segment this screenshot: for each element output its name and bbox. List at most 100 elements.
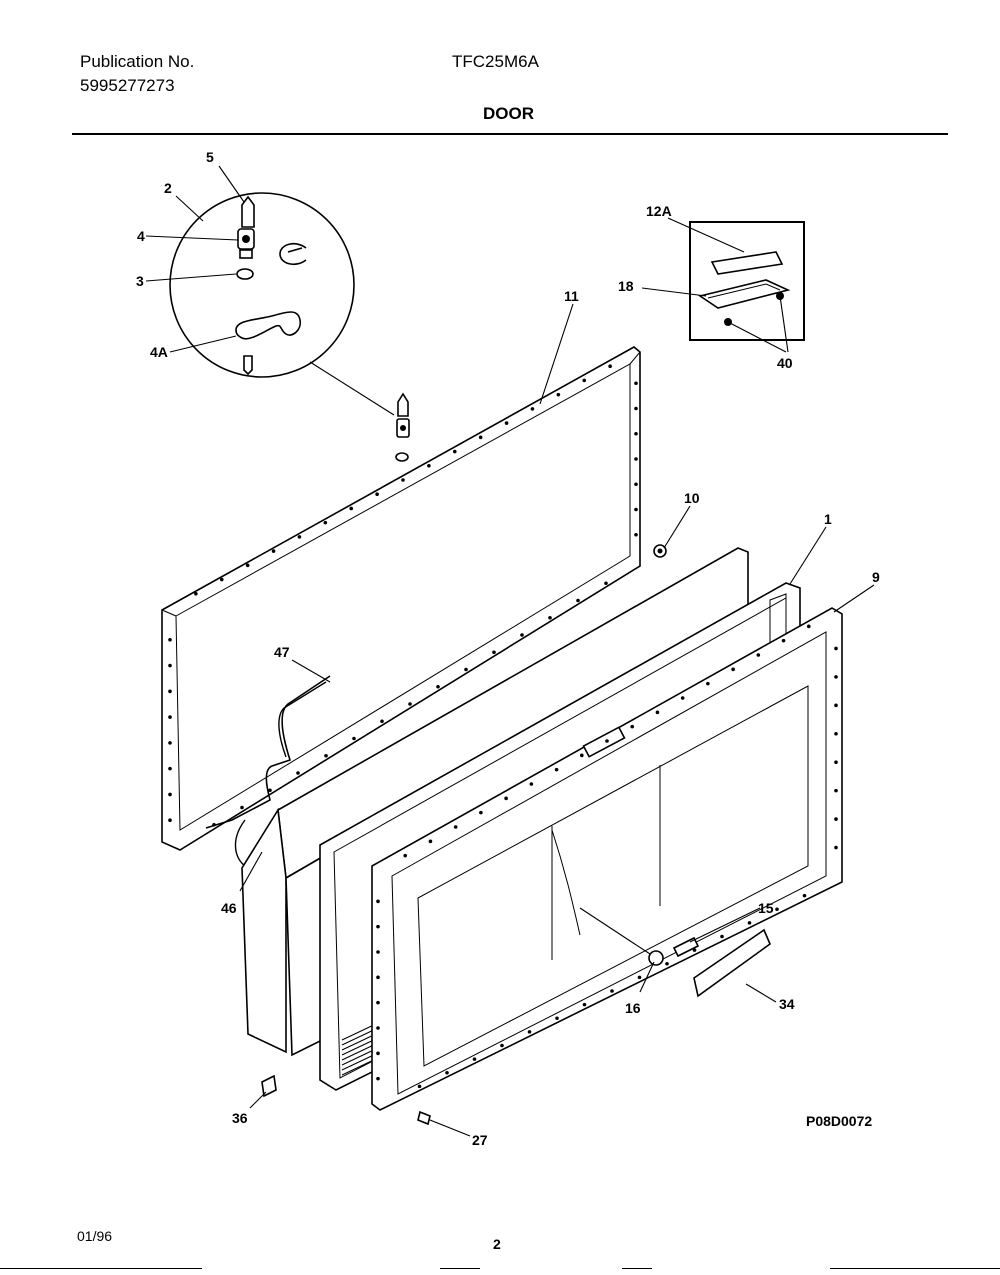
screw-hole [608,364,612,369]
callout-36: 36 [232,1110,248,1126]
screw-hole [271,549,276,553]
screw-hole [665,961,669,966]
screw-hole [554,767,559,772]
callout-10: 10 [684,490,700,506]
callout-18: 18 [618,278,634,294]
screw-hole [775,907,779,912]
callout-1: 1 [824,511,832,527]
screw-hole [576,598,580,603]
screw-hole [582,378,587,383]
screw-hole [634,457,638,461]
screw-hole [500,1043,504,1048]
leader-lines [145,165,875,1137]
screw-hole [194,591,198,596]
screw-hole [555,1016,559,1021]
screw-hole [834,731,838,736]
screw-hole [403,853,408,858]
callout-16: 16 [625,1000,641,1016]
callout-27: 27 [472,1132,488,1148]
screw-hole [168,663,172,668]
footer-rule [440,1268,480,1269]
publication-label: Publication No. [80,52,195,71]
screw-hole [168,792,172,797]
screw-hole [731,667,735,672]
screw-hole [582,1002,587,1007]
small-parts [261,544,771,1126]
screw-hole [834,845,838,850]
footer-rule [830,1268,1000,1269]
screw-hole [268,788,272,793]
screw-hole [527,1030,532,1034]
callout-labels: 5 2 4 3 4A 12A 18 40 11 10 1 9 47 46 15 … [136,149,880,1148]
callout-11: 11 [564,288,579,304]
screw-hole [219,577,224,582]
screw-hole [834,788,838,793]
callout-34: 34 [779,996,795,1012]
screw-hole [375,492,379,497]
header-rule [72,133,948,135]
screw-hole [834,760,838,765]
screw-hole [296,771,300,775]
screw-hole [655,710,660,715]
screw-hole [376,924,380,929]
screw-hole [445,1070,449,1075]
screw-hole [436,684,440,689]
screw-hole [408,702,412,706]
screw-hole [520,633,524,637]
screw-hole [168,689,172,694]
screw-hole [556,392,561,397]
screw-hole [168,741,172,745]
screw-hole [634,507,638,512]
screw-hole [417,1084,422,1089]
model-number: TFC25M6A [452,52,539,71]
screw-hole [529,782,534,786]
screw-hole [376,1051,380,1056]
screw-hole [297,535,302,539]
screw-hole [352,736,356,741]
screw-hole [376,950,380,954]
screw-hole [453,825,458,829]
callout-12a: 12A [646,203,672,219]
screw-hole [472,1057,477,1061]
screw-hole [579,753,584,758]
screw-hole [605,739,609,743]
callout-15: 15 [758,900,774,916]
screw-hole [706,681,710,686]
screw-hole [634,482,638,487]
screw-hole [376,975,380,980]
callout-4a: 4A [150,344,168,360]
callout-3: 3 [136,273,144,289]
screw-hole [834,646,838,651]
footer-page-number: 2 [493,1236,501,1252]
screw-hole [428,839,433,844]
screw-hole [324,753,328,758]
screw-hole [168,818,172,823]
footer-rule [622,1268,652,1269]
screw-hole [427,463,431,468]
screw-hole [478,435,483,440]
screw-hole [245,563,250,568]
screw-hole [380,719,384,724]
screw-hole [630,724,635,729]
screw-hole [720,934,724,939]
screw-hole [634,381,638,386]
screw-hole [834,817,838,821]
handle-detail-box [689,221,805,341]
section-title: DOOR [483,104,534,123]
screw-hole [548,615,552,620]
screw-hole [168,766,172,771]
screw-hole [376,1076,380,1081]
screw-hole [376,1000,380,1005]
screw-hole [634,406,638,411]
callout-5: 5 [206,149,214,165]
screw-hole [401,478,405,482]
screw-hole [781,638,786,643]
screw-hole [504,796,508,801]
screw-hole [376,1026,380,1030]
liner-screw-holes [376,624,838,1089]
frame-screw-holes [168,364,638,827]
callout-4: 4 [137,228,145,244]
screw-hole [802,893,807,898]
screw-hole [504,421,509,425]
